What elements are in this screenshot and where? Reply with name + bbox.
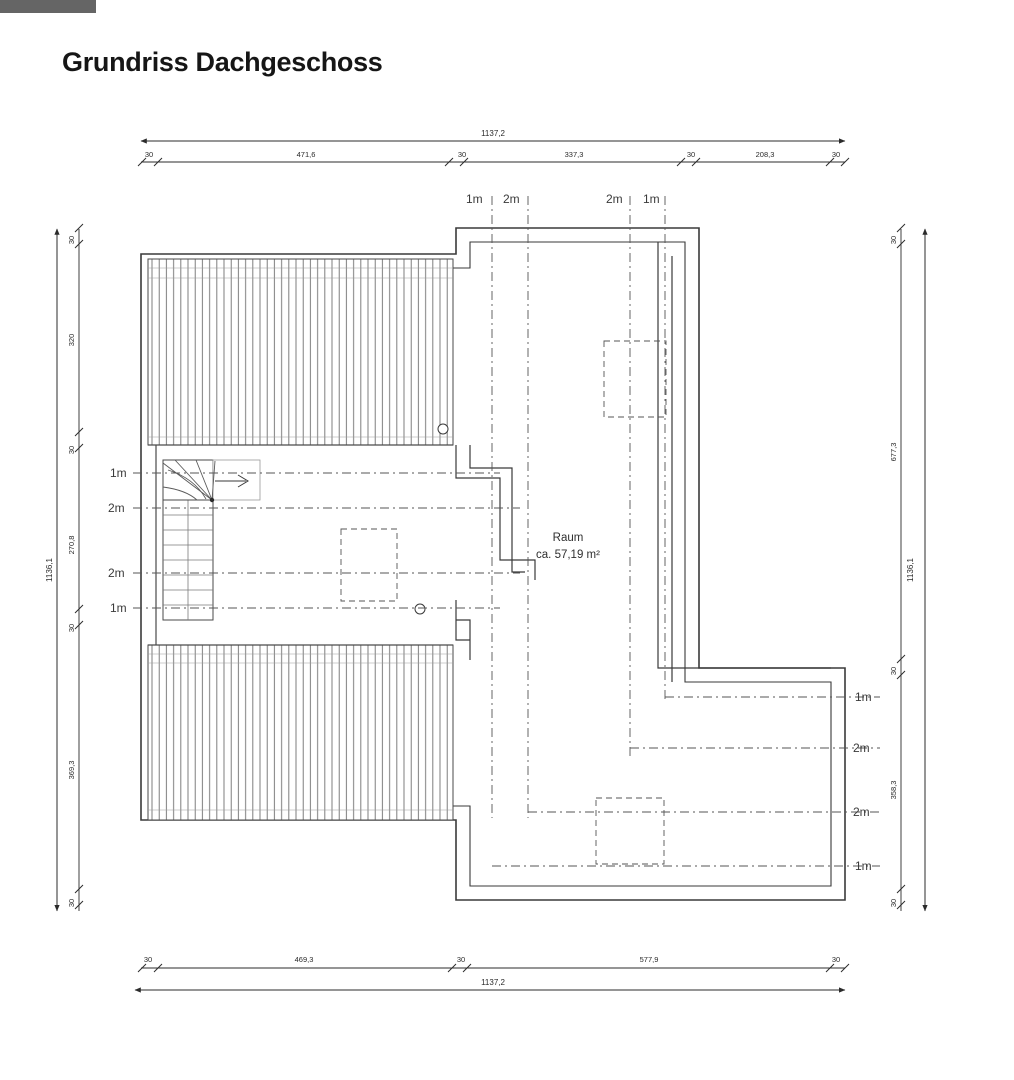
height-label-right-4: 1m xyxy=(855,859,872,873)
height-contour-lines xyxy=(133,196,880,867)
dimension-chain-bottom: 30 469,3 30 577,9 30 1137,2 xyxy=(134,955,850,993)
dimension-chain-left: 1136,1 30 320 30 270,8 30 369,3 30 xyxy=(45,223,84,912)
dim-bottom-total: 1137,2 xyxy=(481,978,505,987)
room-name: Raum xyxy=(553,532,584,544)
dim-top-seg-1: 30 xyxy=(145,150,153,159)
dim-left-seg-6: 369,3 xyxy=(67,761,76,780)
dim-top-seg-6: 208,3 xyxy=(756,150,775,159)
roof-window-markers xyxy=(340,340,667,865)
height-label-top-3: 2m xyxy=(606,192,623,206)
dim-left-seg-1: 30 xyxy=(67,236,76,244)
height-label-right-2: 2m xyxy=(853,741,870,755)
scan-artifact-bar xyxy=(0,0,96,13)
dim-left-seg-4: 270,8 xyxy=(67,536,76,555)
dim-top-seg-4: 337,3 xyxy=(565,150,584,159)
dimension-chain-top: 1137,2 30 471,6 30 337,3 30 208,3 30 xyxy=(137,129,850,167)
height-label-right-3: 2m xyxy=(853,805,870,819)
dim-left-total: 1136,1 xyxy=(45,558,54,582)
height-label-left-3: 2m xyxy=(108,566,125,580)
roof-window-upper-right xyxy=(603,340,667,418)
room-label: Raum ca. 57,19 m² xyxy=(536,532,600,561)
page-title: Grundriss Dachgeschoss xyxy=(62,47,383,77)
staircase xyxy=(162,459,261,621)
roof-slope-lower xyxy=(147,603,454,821)
dim-right-seg-1: 30 xyxy=(889,236,898,244)
roof-slope-upper xyxy=(147,258,454,446)
dim-bottom-seg-3: 30 xyxy=(457,955,465,964)
room-area: ca. 57,19 m² xyxy=(536,549,600,561)
height-label-top-4: 1m xyxy=(643,192,660,206)
dim-right-seg-3: 30 xyxy=(889,667,898,675)
dim-bottom-seg-1: 30 xyxy=(144,955,152,964)
roof-window-center-left xyxy=(340,528,398,602)
dim-top-total: 1137,2 xyxy=(481,129,505,138)
dim-top-seg-2: 471,6 xyxy=(297,150,316,159)
height-label-left-4: 1m xyxy=(110,601,127,615)
dim-bottom-seg-2: 469,3 xyxy=(295,955,314,964)
dim-top-seg-3: 30 xyxy=(458,150,466,159)
dim-left-seg-7: 30 xyxy=(67,899,76,907)
interior-walls xyxy=(455,445,536,660)
dim-top-seg-7: 30 xyxy=(832,150,840,159)
dim-left-seg-5: 30 xyxy=(67,624,76,632)
dim-right-total: 1136,1 xyxy=(906,558,915,582)
dim-right-seg-4: 358,3 xyxy=(889,781,898,800)
dim-bottom-seg-5: 30 xyxy=(832,955,840,964)
height-label-right-1: 1m xyxy=(855,690,872,704)
dim-right-seg-2: 677,3 xyxy=(889,443,898,462)
dim-left-seg-3: 30 xyxy=(67,446,76,454)
dimension-chain-right: 30 677,3 30 358,3 30 1136,1 xyxy=(889,223,928,912)
dim-left-seg-2: 320 xyxy=(67,334,76,347)
dim-bottom-seg-4: 577,9 xyxy=(640,955,659,964)
height-label-left-1: 1m xyxy=(110,466,127,480)
height-label-left-2: 2m xyxy=(108,501,125,515)
dim-right-seg-5: 30 xyxy=(889,899,898,907)
height-label-top-1: 1m xyxy=(466,192,483,206)
dim-top-seg-5: 30 xyxy=(687,150,695,159)
roof-window-lower-right xyxy=(595,797,665,865)
interior-walls-right xyxy=(657,242,831,682)
height-marker-labels: 1m 2m 2m 1m 1m 2m 2m 1m 1m 2m 2m 1m xyxy=(108,192,872,873)
height-label-top-2: 2m xyxy=(503,192,520,206)
